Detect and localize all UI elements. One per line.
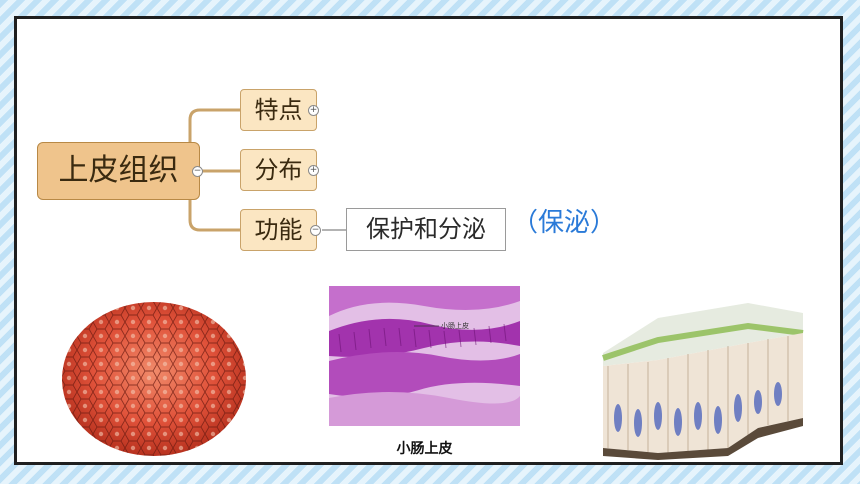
mindmap-leaf-protect-secrete[interactable]: 保护和分泌 — [346, 208, 506, 251]
collapse-minus-icon[interactable]: − — [192, 166, 203, 177]
intestine-label: 小肠上皮 — [441, 321, 469, 330]
expand-plus-icon[interactable]: + — [308, 105, 319, 116]
epithelial-tissue-micrograph — [62, 302, 246, 456]
intestine-caption: 小肠上皮 — [396, 441, 453, 457]
small-intestine-micrograph: 小肠上皮 — [329, 286, 520, 426]
mindmap-root-node[interactable]: 上皮组织 — [37, 142, 200, 200]
mindmap-node-features[interactable]: 特点 — [240, 89, 317, 131]
collapse-minus-icon[interactable]: − — [310, 225, 321, 236]
columnar-epithelium-illustration — [602, 303, 804, 460]
mindmap-node-function[interactable]: 功能 — [240, 209, 317, 251]
mindmap-node-distribution[interactable]: 分布 — [240, 149, 317, 191]
annotation-text: （保泌） — [512, 208, 617, 238]
expand-plus-icon[interactable]: + — [308, 165, 319, 176]
